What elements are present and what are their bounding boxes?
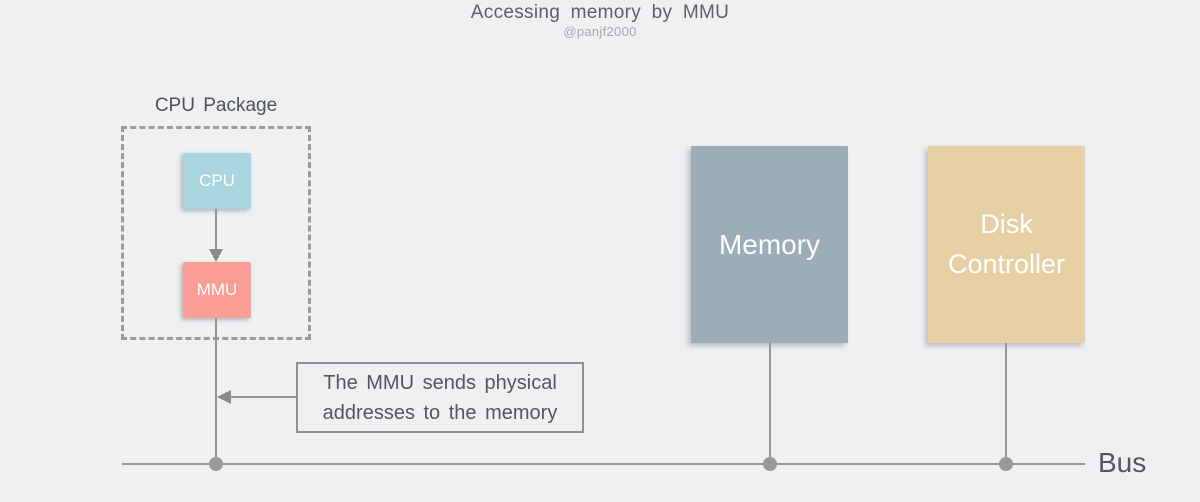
- disk-controller-box: Disk Controller: [928, 146, 1085, 343]
- mmu-to-bus-connector: [215, 318, 217, 464]
- annotation-line-2: addresses to the memory: [322, 401, 558, 424]
- disk-controller-label: Disk Controller: [947, 209, 1066, 279]
- cpu-box: CPU: [183, 153, 251, 209]
- diagram-author: @panjf2000: [563, 24, 637, 39]
- cpu-package-label: CPU Package: [154, 95, 278, 116]
- annotation-line-1: The MMU sends physical: [323, 371, 557, 394]
- mmu-label: MMU: [196, 280, 238, 299]
- mmu-box: MMU: [183, 262, 251, 318]
- cpu-label: CPU: [199, 171, 235, 190]
- arrowhead-left-icon: [217, 390, 231, 404]
- bus-junction-memory: [763, 457, 777, 471]
- memory-to-bus-connector: [769, 343, 771, 464]
- diagram-title: Accessing memory by MMU: [470, 2, 730, 23]
- annotation-callout: The MMU sends physical addresses to the …: [296, 362, 584, 433]
- bus-junction-mmu: [209, 457, 223, 471]
- bus-line: [122, 463, 1085, 465]
- memory-box: Memory: [691, 146, 848, 343]
- bus-label: Bus: [1098, 447, 1147, 478]
- cpu-to-mmu-connector: [215, 209, 217, 250]
- bus-junction-disk-controller: [999, 457, 1013, 471]
- arrowhead-down-icon: [209, 249, 223, 262]
- annotation-arrow-line: [230, 396, 296, 398]
- disk-controller-to-bus-connector: [1005, 343, 1007, 464]
- memory-label: Memory: [718, 228, 821, 260]
